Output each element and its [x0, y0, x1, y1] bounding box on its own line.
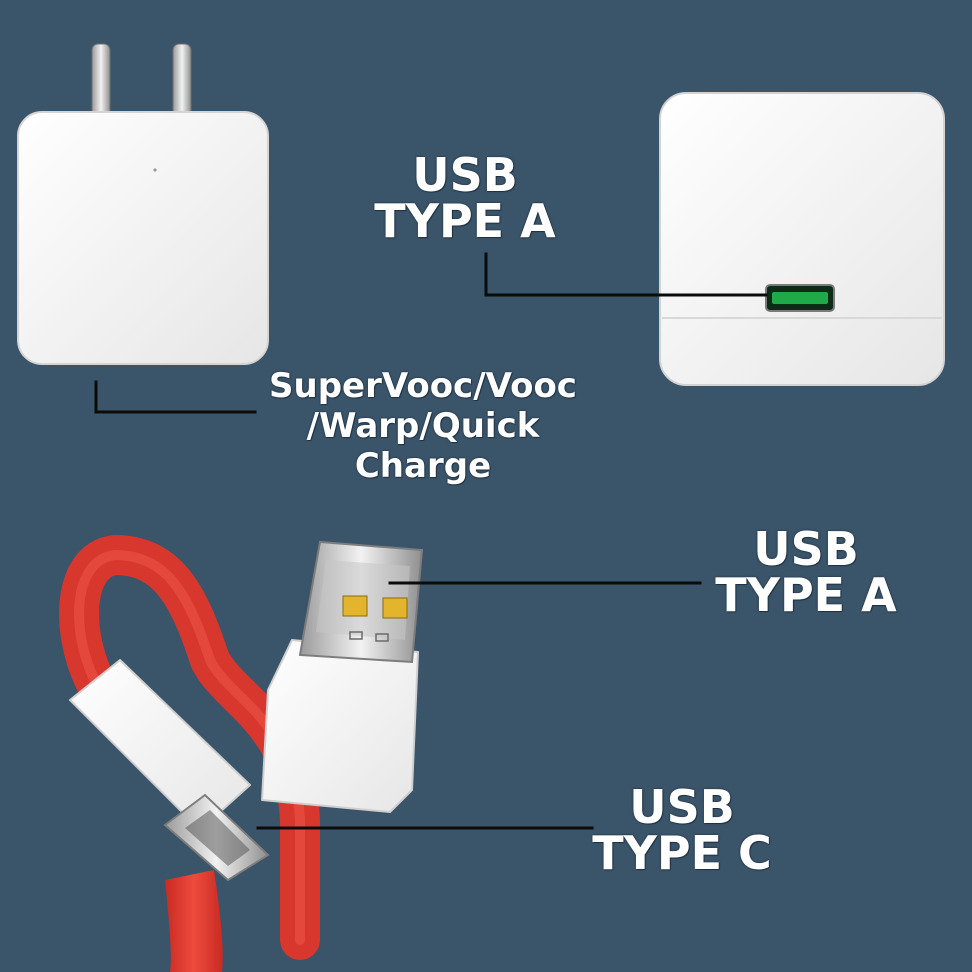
usb-a-connector	[261, 540, 424, 813]
wall-charger-side	[659, 92, 945, 386]
label-tech-line2: /Warp/Quick	[306, 406, 540, 447]
label-cable-usb-a-line1: USB	[753, 522, 859, 576]
charger-pin-left	[91, 43, 111, 123]
usb-a-contact-right	[382, 597, 408, 619]
label-cable-usb-c-line1: USB	[629, 780, 735, 834]
wall-charger-front	[17, 43, 269, 365]
charger-pin-right	[172, 43, 192, 123]
usb-c-connector	[69, 659, 270, 882]
leader-line-charger-tech	[94, 380, 257, 414]
label-tech-line3: Charge	[354, 446, 492, 487]
label-charger-usb-type-a: USB TYPE A	[360, 152, 570, 244]
label-charger-usb-line1: USB	[412, 148, 518, 202]
usb-a-contact-left	[342, 595, 368, 617]
label-cable-usb-type-a: USB TYPE A	[696, 526, 916, 618]
label-cable-usb-a-line2: TYPE A	[715, 568, 897, 622]
label-cable-usb-c-line2: TYPE C	[592, 826, 772, 880]
charger-body-front	[17, 111, 269, 365]
leader-line-charger-port	[484, 252, 768, 297]
label-cable-usb-type-c: USB TYPE C	[572, 784, 792, 876]
label-charger-usb-line2: TYPE A	[374, 194, 556, 248]
label-charging-technology: SuperVooc/Vooc /Warp/Quick Charge	[258, 366, 588, 486]
charger-body-side	[659, 92, 945, 386]
leader-lines	[94, 252, 768, 830]
charger-indicator-dot	[153, 168, 157, 172]
label-tech-line1: SuperVooc/Vooc	[269, 366, 577, 406]
